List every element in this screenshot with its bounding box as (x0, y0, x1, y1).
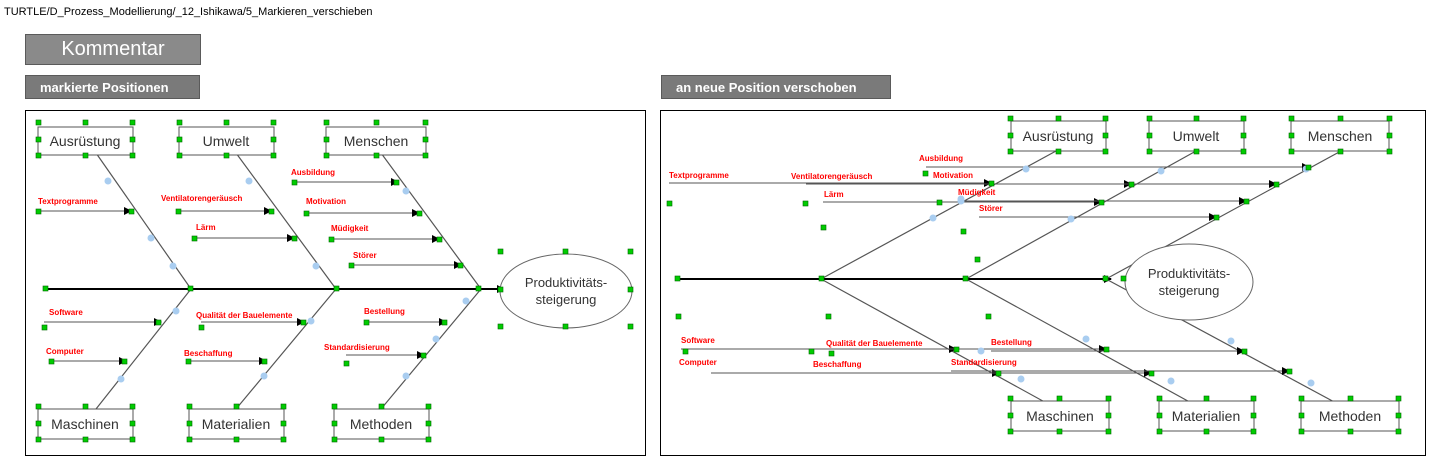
cause-ausbildung: Ausbildung (919, 154, 963, 163)
breadcrumb: TURTLE/D_Prozess_Modellierung/_12_Ishika… (4, 6, 373, 18)
category-maschinen: Maschinen (1026, 408, 1094, 424)
cause-ventilator: Ventilatorengeräusch (161, 194, 242, 203)
header-markierte-positionen: markierte Positionen (25, 75, 200, 99)
branch-menschen (380, 152, 482, 290)
category-menschen: Menschen (1308, 128, 1373, 144)
cause-bestellung: Bestellung (991, 338, 1032, 347)
cause-standardisierung: Standardisierung (951, 358, 1017, 367)
cause-qualitaet: Qualität der Bauelemente (826, 339, 923, 348)
cause-muedigkeit: Müdigkeit (958, 188, 996, 197)
cause-laerm: Lärm (824, 190, 844, 199)
effect-label-line1: Produktivitäts- (1148, 266, 1230, 281)
cause-stoerer: Störer (979, 204, 1003, 213)
cause-motivation: Motivation (306, 197, 346, 206)
cause-textprogramme: Textprogramme (669, 171, 729, 180)
category-materialien: Materialien (1172, 408, 1240, 424)
effect-label-line2: steigerung (1159, 283, 1220, 298)
ishikawa-diagram-marked: Ausrüstung Umwelt Menschen Maschinen Mat… (35, 119, 634, 443)
cause-bestellung: Bestellung (364, 307, 405, 316)
branch-materialien (965, 278, 1207, 412)
cause-qualitaet: Qualität der Bauelemente (196, 311, 293, 320)
cause-ventilator: Ventilatorengeräusch (791, 172, 872, 181)
category-menschen: Menschen (344, 133, 409, 149)
header-neue-position: an neue Position verschoben (661, 75, 891, 99)
cause-muedigkeit: Müdigkeit (331, 224, 369, 233)
category-ausruestung: Ausrüstung (50, 133, 121, 149)
kommentar-title: Kommentar (25, 34, 201, 65)
diagram-panel-moved: Ausrüstung Umwelt Menschen Maschinen Mat… (660, 110, 1426, 456)
branch-maschinen (95, 288, 192, 410)
branch-methoden (380, 288, 482, 410)
branch-ausruestung (95, 152, 192, 290)
category-methoden: Methoden (350, 416, 412, 432)
category-maschinen: Maschinen (51, 416, 119, 432)
branch-ausruestung (820, 150, 1057, 280)
effect-ellipse (499, 253, 633, 329)
cause-stoerer: Störer (353, 251, 377, 260)
cause-software: Software (49, 308, 83, 317)
cause-software: Software (681, 336, 715, 345)
cause-textprogramme: Textprogramme (38, 197, 98, 206)
cause-laerm: Lärm (196, 223, 216, 232)
category-methoden: Methoden (1319, 408, 1381, 424)
category-ausruestung: Ausrüstung (1023, 128, 1094, 144)
cause-beschaffung: Beschaffung (184, 349, 233, 358)
effect-label-line2: steigerung (536, 292, 597, 307)
category-umwelt: Umwelt (1173, 128, 1220, 144)
cause-computer: Computer (679, 358, 717, 367)
diagram-panel-marked: Ausrüstung Umwelt Menschen Maschinen Mat… (25, 110, 646, 456)
cause-computer: Computer (46, 347, 84, 356)
branch-umwelt (965, 150, 1197, 280)
cause-ausbildung: Ausbildung (291, 168, 335, 177)
category-umwelt: Umwelt (203, 133, 250, 149)
category-materialien: Materialien (202, 416, 270, 432)
cause-standardisierung: Standardisierung (324, 343, 390, 352)
cause-beschaffung: Beschaffung (813, 360, 862, 369)
branch-maschinen (820, 278, 1062, 412)
effect-label-line1: Produktivitäts- (525, 275, 607, 290)
effect-ellipse (1124, 243, 1254, 321)
branch-materialien (235, 288, 337, 410)
ishikawa-diagram-moved: Ausrüstung Umwelt Menschen Maschinen Mat… (666, 115, 1402, 435)
cause-motivation: Motivation (933, 171, 973, 180)
